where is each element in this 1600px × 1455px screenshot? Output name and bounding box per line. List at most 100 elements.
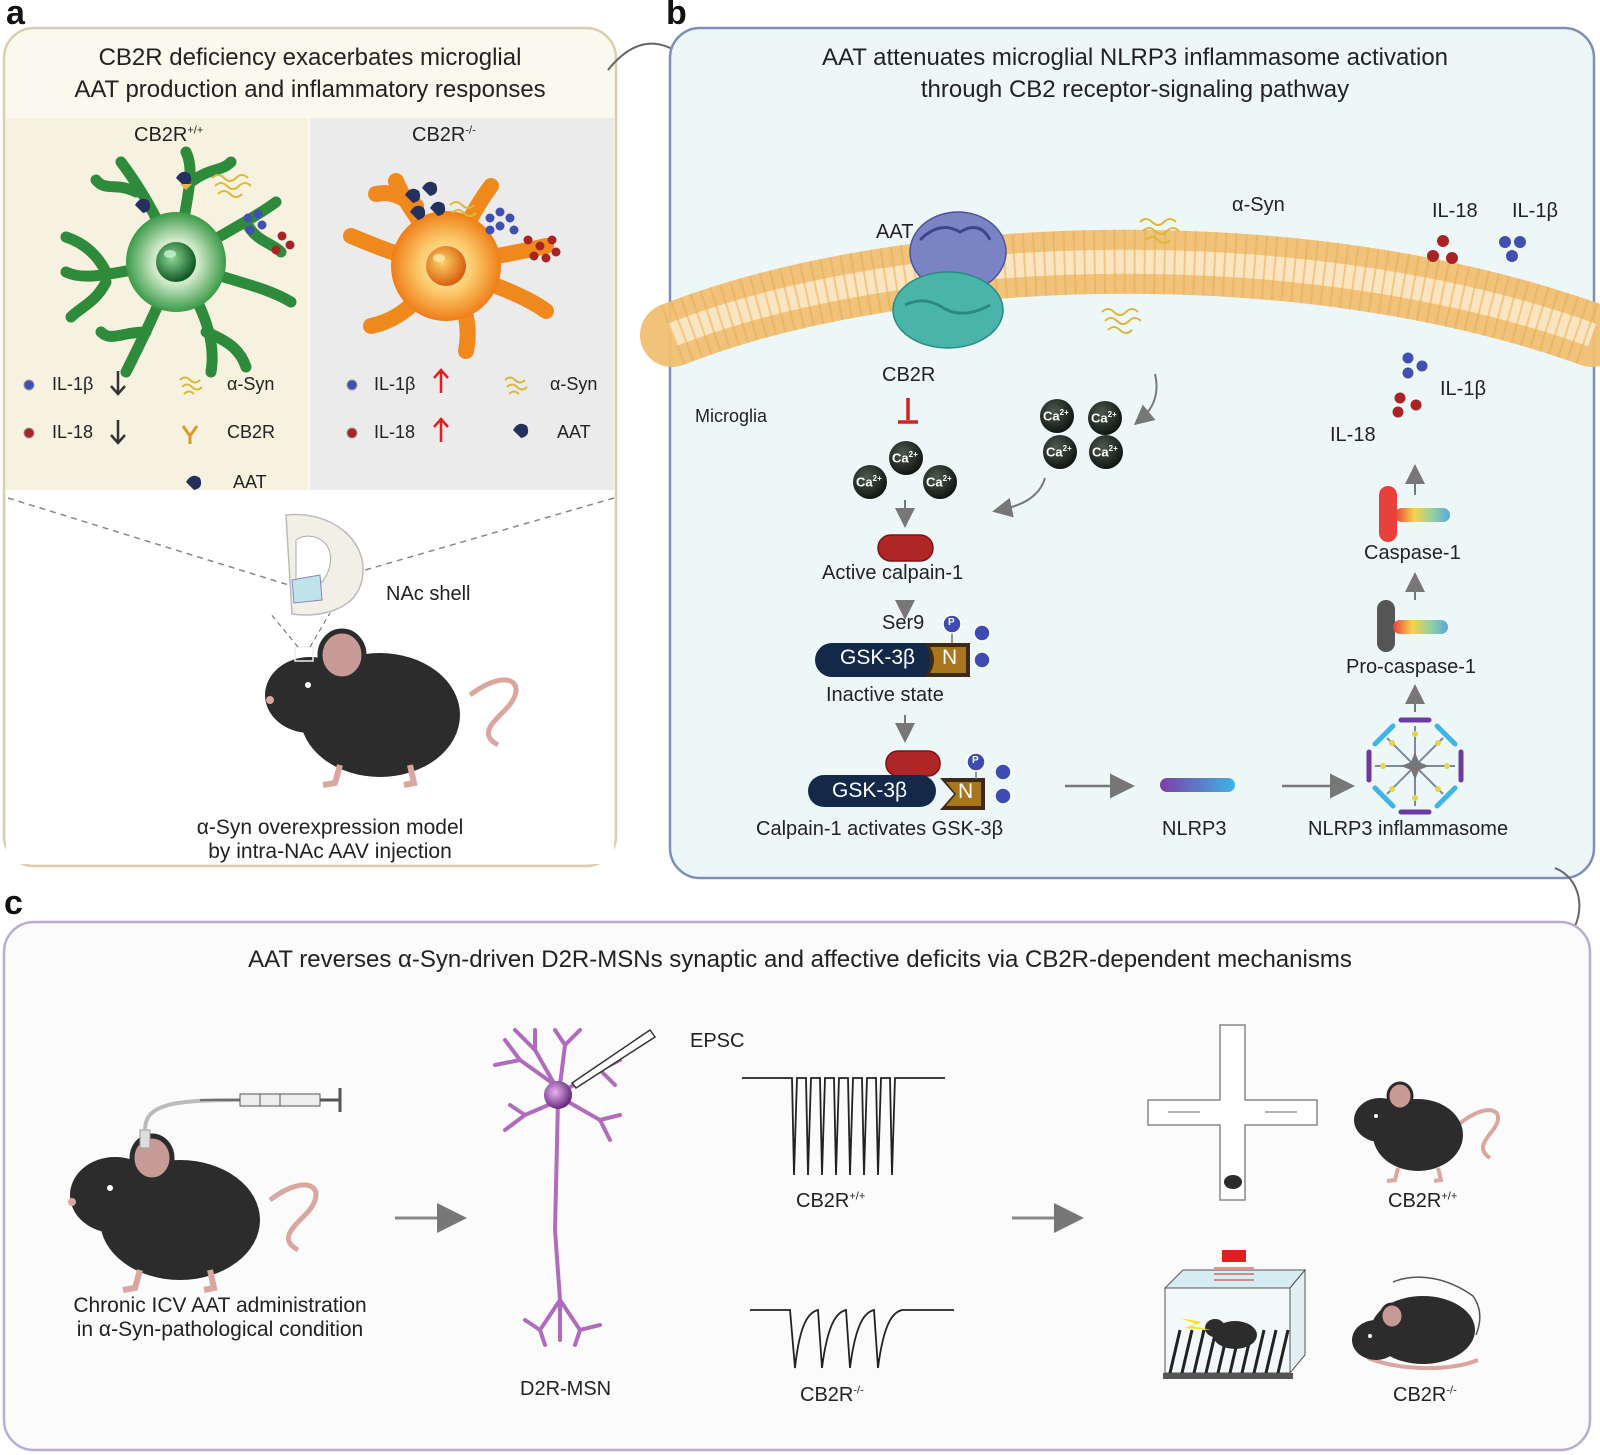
- cb2r-label: CB2R: [882, 364, 936, 386]
- plus-maze-icon: [1147, 1024, 1318, 1201]
- d2r-msn-label: D2R-MSN: [520, 1378, 612, 1400]
- epsc-wt-label: CB2R+/+: [796, 1190, 865, 1213]
- gsk3b-active-label: GSK-3β: [832, 779, 908, 802]
- epsc-ko-sup: -/-: [853, 1384, 864, 1397]
- ko-genotype-label: CB2R-/-: [412, 124, 476, 147]
- legend-ko-il18: IL-18: [374, 422, 416, 442]
- nac-shell-label: NAc shell: [386, 583, 471, 605]
- membrane-asyn: [1101, 218, 1180, 334]
- shock-box-icon: [1163, 1250, 1307, 1379]
- gsk3b-inactive-label: GSK-3β: [840, 646, 916, 669]
- calpain-activates-label: Calpain-1 activates GSK-3β: [756, 818, 1004, 840]
- phospho-p-2: P: [972, 755, 979, 766]
- model-caption: α-Syn overexpression model by intra-NAc …: [140, 816, 520, 864]
- brain-slice-icon: [285, 513, 364, 616]
- panel-a-title: CB2R deficiency exacerbates microglial A…: [20, 42, 600, 106]
- ca-cluster-right: [1040, 399, 1123, 469]
- behavior-ko-label: CB2R-/-: [1393, 1384, 1457, 1407]
- phospho-p-1: P: [948, 617, 955, 628]
- panel-b-letter: b: [666, 0, 687, 32]
- nlrp3-inflammasome-label: NLRP3 inflammasome: [1308, 818, 1509, 840]
- wt-cytokines: [243, 209, 295, 255]
- il1b-released-label: IL-1β: [1440, 378, 1486, 400]
- calpain-1-shape: [877, 534, 934, 562]
- epsc-wt-base: CB2R: [796, 1190, 850, 1212]
- model-caption-line1: α-Syn overexpression model: [196, 816, 464, 839]
- wt-asyn: [211, 174, 252, 198]
- pro-caspase-1-shape: [1377, 600, 1448, 652]
- epsc-trace-ko: [750, 1308, 954, 1369]
- legend-ko-aat: AAT: [557, 422, 591, 442]
- ca-cluster-left: [853, 441, 957, 499]
- wt-genotype-label: CB2R+/+: [134, 124, 203, 147]
- ca-ion-5: Ca2+: [1091, 410, 1117, 426]
- ca-ion-7: Ca2+: [1092, 444, 1118, 460]
- nlrp3-inflammasome-shape: [1366, 717, 1464, 815]
- legend-wt-aat: AAT: [233, 472, 267, 492]
- ko-asyn: [449, 201, 477, 217]
- behavior-ko-base: CB2R: [1393, 1384, 1447, 1406]
- legend-wt-cb2r: CB2R: [227, 422, 276, 442]
- behavior-wt-label: CB2R+/+: [1388, 1190, 1457, 1213]
- behavior-wt-base: CB2R: [1388, 1190, 1442, 1212]
- mouse-syringe-icon: [68, 1088, 342, 1293]
- behavior-wt-sup: +/+: [1441, 1190, 1458, 1203]
- caspase-label: Caspase-1: [1364, 542, 1461, 564]
- il18-down-arrow: [110, 420, 126, 445]
- ca-ion-2: Ca2+: [856, 474, 882, 490]
- wt-genotype-sup: +/+: [187, 124, 204, 137]
- epsc-label: EPSC: [690, 1030, 745, 1052]
- il18-released-label: IL-18: [1330, 424, 1376, 446]
- panel-a-title-line1: CB2R deficiency exacerbates microglial: [98, 44, 522, 71]
- legend-wt-il1b: IL-1β: [52, 374, 94, 394]
- wt-genotype-base: CB2R: [134, 124, 188, 146]
- ca-ion-6: Ca2+: [1046, 444, 1072, 460]
- epsc-ko-base: CB2R: [800, 1384, 854, 1406]
- epsc-wt-sup: +/+: [849, 1190, 866, 1203]
- legend-ko-il1b: IL-1β: [374, 374, 416, 394]
- ko-aat: [405, 181, 446, 220]
- ca-ion-1: Ca2+: [892, 450, 918, 466]
- ca-ion-4: Ca2+: [1043, 408, 1069, 424]
- ko-genotype-base: CB2R: [412, 124, 466, 146]
- panel-b-frame: [668, 26, 1596, 880]
- caspase-1-shape: [1379, 486, 1450, 542]
- il1b-top-label: IL-1β: [1512, 200, 1558, 222]
- ko-il1b-up-arrow: [433, 368, 449, 393]
- mouse-wt-icon: [1354, 1081, 1500, 1183]
- pro-caspase-label: Pro-caspase-1: [1346, 656, 1477, 678]
- mouse-icon: [265, 612, 519, 788]
- n-terminus-active-label: N: [958, 780, 974, 803]
- microglia-label: Microglia: [695, 406, 768, 426]
- admin-caption-line1: Chronic ICV AAT administration: [73, 1294, 367, 1317]
- panel-a-letter: a: [6, 0, 25, 32]
- mouse-ko-icon: [1352, 1276, 1481, 1371]
- legend-ko-asyn: α-Syn: [550, 374, 598, 394]
- il1b-down-arrow: [110, 371, 126, 396]
- panel-c-title: AAT reverses α-Syn-driven D2R-MSNs synap…: [248, 946, 1352, 973]
- legend-wt-asyn: α-Syn: [227, 374, 275, 394]
- asyn-label: α-Syn: [1232, 194, 1285, 216]
- model-caption-line2: by intra-NAc AAV injection: [208, 840, 452, 863]
- nlrp3-label: NLRP3: [1162, 818, 1227, 840]
- gsk3b-active: [808, 750, 1012, 810]
- epsc-ko-label: CB2R-/-: [800, 1384, 864, 1407]
- pipette-icon: [570, 1028, 657, 1089]
- gsk3b-inactive: [815, 614, 991, 677]
- inactive-state-label: Inactive state: [826, 684, 944, 706]
- cell-membrane: [640, 229, 1600, 367]
- legend-wt-il18: IL-18: [52, 422, 94, 442]
- behavior-ko-sup: -/-: [1446, 1384, 1457, 1397]
- il18-top-label: IL-18: [1432, 200, 1478, 222]
- epsc-trace-wt: [742, 1077, 945, 1176]
- ca-ion-3: Ca2+: [926, 474, 952, 490]
- nlrp3-shape: [1160, 778, 1235, 792]
- ko-cytokines: [485, 207, 561, 263]
- ser9-label: Ser9: [882, 612, 925, 634]
- panel-c-letter: c: [4, 884, 23, 922]
- ko-microglia: [343, 173, 554, 359]
- aat-label: AAT: [876, 221, 914, 243]
- admin-caption-line2: in α-Syn-pathological condition: [76, 1318, 364, 1341]
- panel-b-title-line2: through CB2 receptor-signaling pathway: [920, 76, 1350, 103]
